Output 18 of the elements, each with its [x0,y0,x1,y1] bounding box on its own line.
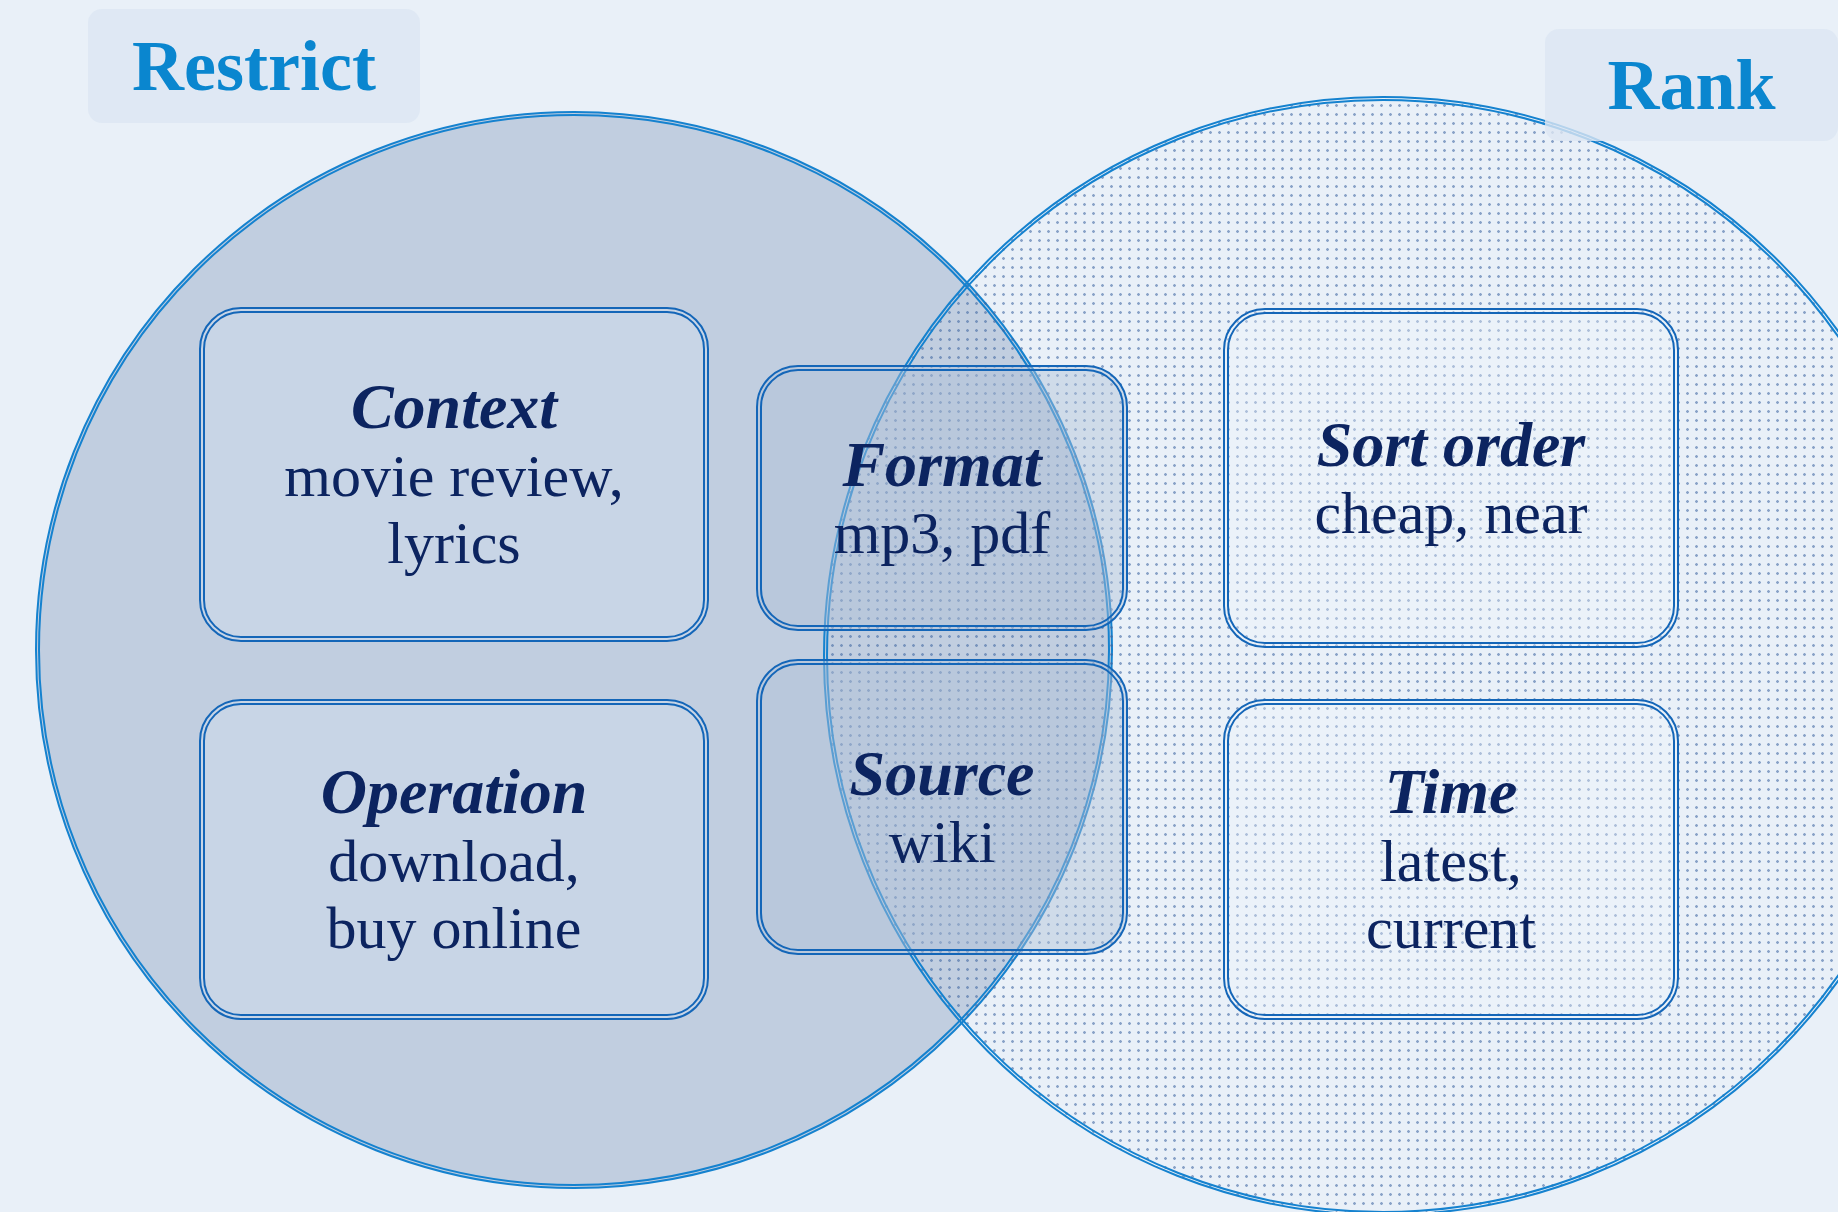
category-title: Operation [320,756,588,829]
category-box [1223,308,1679,648]
category-examples: mp3, pdf [833,500,1051,568]
category-title: Format [842,428,1042,501]
category-title: Context [350,371,558,444]
category-examples: wiki [888,809,996,877]
category-box [1223,699,1679,1020]
category-examples: latest, current [1365,828,1537,963]
category-box [199,699,709,1020]
set-heading: Restrict [88,9,420,123]
category-title: Sort order [1316,408,1586,481]
set-heading: Rank [1545,29,1838,141]
category-examples: download, buy online [325,828,583,963]
category-examples: movie review, lyrics [283,443,625,578]
category-box [199,307,709,642]
category-title: Source [849,737,1035,810]
category-title: Time [1384,756,1518,829]
category-examples: cheap, near [1314,480,1588,548]
